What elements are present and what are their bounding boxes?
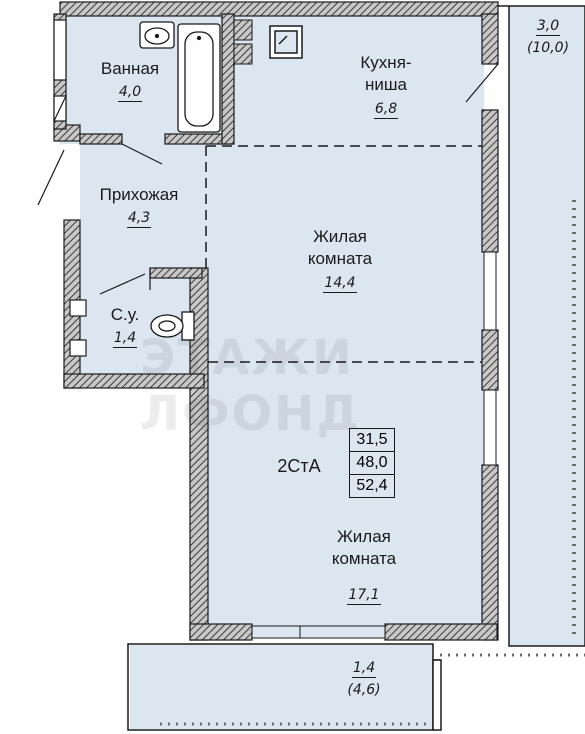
windows	[251, 251, 497, 639]
wall-bottom-right	[384, 623, 498, 641]
wall-right-mid	[481, 109, 499, 253]
total-area-value: 48,0	[350, 452, 394, 475]
room-area: 17,1	[347, 587, 381, 605]
wall-wc-bottom	[63, 373, 205, 389]
door-swing-icon	[37, 63, 499, 295]
room-area-full: (10,0)	[526, 40, 570, 56]
total-areas-box: 31,5 48,0 52,4	[349, 428, 395, 498]
loggia-right	[440, 5, 585, 657]
room-balcony: 1,4 (4,6)	[334, 656, 394, 700]
zone-separators	[205, 145, 482, 363]
room-name-line2: комната	[331, 549, 397, 568]
wall-bottom-left	[189, 623, 253, 641]
room-name: Ванная	[100, 59, 160, 78]
room-kitchen: Кухня- ниша 6,8	[336, 52, 436, 119]
room-name-line2: ниша	[365, 75, 407, 94]
window-living1	[483, 251, 497, 331]
window-living2	[483, 389, 497, 466]
room-name: С.у.	[110, 305, 140, 324]
wall-top	[59, 1, 499, 17]
apartment-type: 2СтА	[277, 456, 321, 476]
stove-icon	[269, 25, 303, 59]
wall-bath-right	[221, 13, 235, 145]
room-name-line1: Жилая	[313, 227, 367, 246]
sink-icon	[139, 21, 175, 49]
room-area: 4,3	[126, 210, 152, 228]
wall-wc-top	[149, 267, 203, 279]
room-living-1: Жилая комната 14,4	[280, 226, 400, 293]
room-wc: С.у. 1,4	[100, 304, 150, 348]
room-area: 3,0	[535, 18, 561, 36]
wall-right-bottom	[481, 464, 499, 641]
room-name-line1: Кухня-	[360, 53, 412, 72]
bathtub-icon	[177, 23, 221, 133]
room-area: 4,0	[117, 84, 143, 102]
living-area-value: 31,5	[350, 429, 394, 452]
wall-right-upper	[481, 13, 499, 65]
window-bottom	[251, 625, 386, 639]
room-name-line2: комната	[307, 249, 373, 268]
room-loggia-right: 3,0 (10,0)	[510, 14, 585, 58]
bath-cabinets	[233, 19, 253, 65]
left-edge-elements	[53, 19, 87, 357]
total-area-with-balcony-value: 52,4	[356, 477, 388, 494]
floor-fill	[60, 6, 585, 729]
room-name: Прихожая	[99, 185, 179, 204]
room-hallway: Прихожая 4,3	[84, 184, 194, 228]
room-area: 1,4	[351, 660, 377, 678]
balcony-outline	[127, 643, 442, 731]
room-area-full: (4,6)	[347, 682, 381, 698]
room-area: 14,4	[323, 275, 357, 293]
room-bathroom: Ванная 4,0	[88, 58, 172, 102]
room-area: 1,4	[112, 330, 138, 348]
watermark: ЭТАЖИ ЛФОНД	[140, 330, 362, 442]
toilet-icon	[150, 311, 195, 341]
room-name-line1: Жилая	[337, 527, 391, 546]
room-living-2: Жилая комната 17,1	[304, 526, 424, 605]
wall-bath-bottom-left	[79, 133, 123, 145]
room-area: 6,8	[373, 101, 399, 119]
